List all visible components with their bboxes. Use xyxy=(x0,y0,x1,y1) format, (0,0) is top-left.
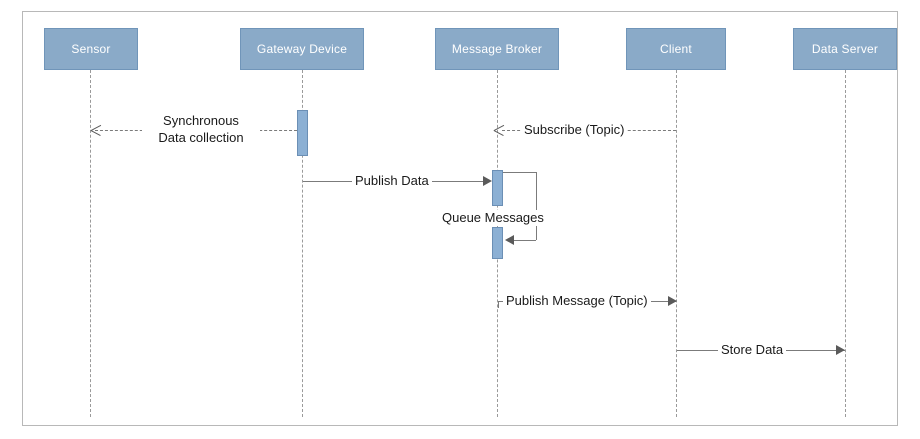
lifeline-client xyxy=(676,70,677,417)
message-line-queue-messages-top xyxy=(503,172,536,173)
participant-box-client[interactable]: Client xyxy=(626,28,726,70)
message-line-publish-message-topic-stub xyxy=(498,301,499,308)
participant-label-data-server: Data Server xyxy=(811,42,879,56)
activation-bar-message-broker-queue xyxy=(492,227,503,259)
participant-label-message-broker: Message Broker xyxy=(451,42,543,56)
participant-box-data-server[interactable]: Data Server xyxy=(793,28,897,70)
lifeline-data-server xyxy=(845,70,846,417)
arrowhead-store-data xyxy=(836,345,845,355)
message-line-queue-messages-side xyxy=(536,172,537,240)
participant-label-client: Client xyxy=(660,42,692,56)
message-label-synchronous-data-collection: Synchronous Data collection xyxy=(142,112,260,146)
message-label-store-data: Store Data xyxy=(718,342,787,358)
message-line-queue-messages-bottom xyxy=(514,240,536,241)
message-label-queue-messages: Queue Messages xyxy=(439,210,547,226)
participant-box-gateway-device[interactable]: Gateway Device xyxy=(240,28,364,70)
message-label-publish-message-topic: Publish Message (Topic) xyxy=(503,293,651,309)
arrowhead-synchronous-data-collection xyxy=(91,125,102,136)
lifeline-gateway-device xyxy=(302,70,303,417)
message-label-line1: Synchronous xyxy=(163,113,239,128)
participant-label-sensor: Sensor xyxy=(71,42,111,56)
participant-box-sensor[interactable]: Sensor xyxy=(44,28,138,70)
arrowhead-queue-messages xyxy=(505,235,514,245)
arrowhead-subscribe-topic xyxy=(494,125,505,136)
activation-bar-gateway-device xyxy=(297,110,308,156)
arrowhead-publish-message-topic xyxy=(668,296,677,306)
lifeline-sensor xyxy=(90,70,91,417)
participant-label-gateway-device: Gateway Device xyxy=(256,42,348,56)
message-label-line2: Data collection xyxy=(158,130,244,145)
message-label-subscribe-topic: Subscribe (Topic) xyxy=(521,122,628,138)
message-label-publish-data: Publish Data xyxy=(352,173,432,189)
activation-bar-message-broker-receive xyxy=(492,170,503,206)
participant-box-message-broker[interactable]: Message Broker xyxy=(435,28,559,70)
arrowhead-publish-data xyxy=(483,176,492,186)
